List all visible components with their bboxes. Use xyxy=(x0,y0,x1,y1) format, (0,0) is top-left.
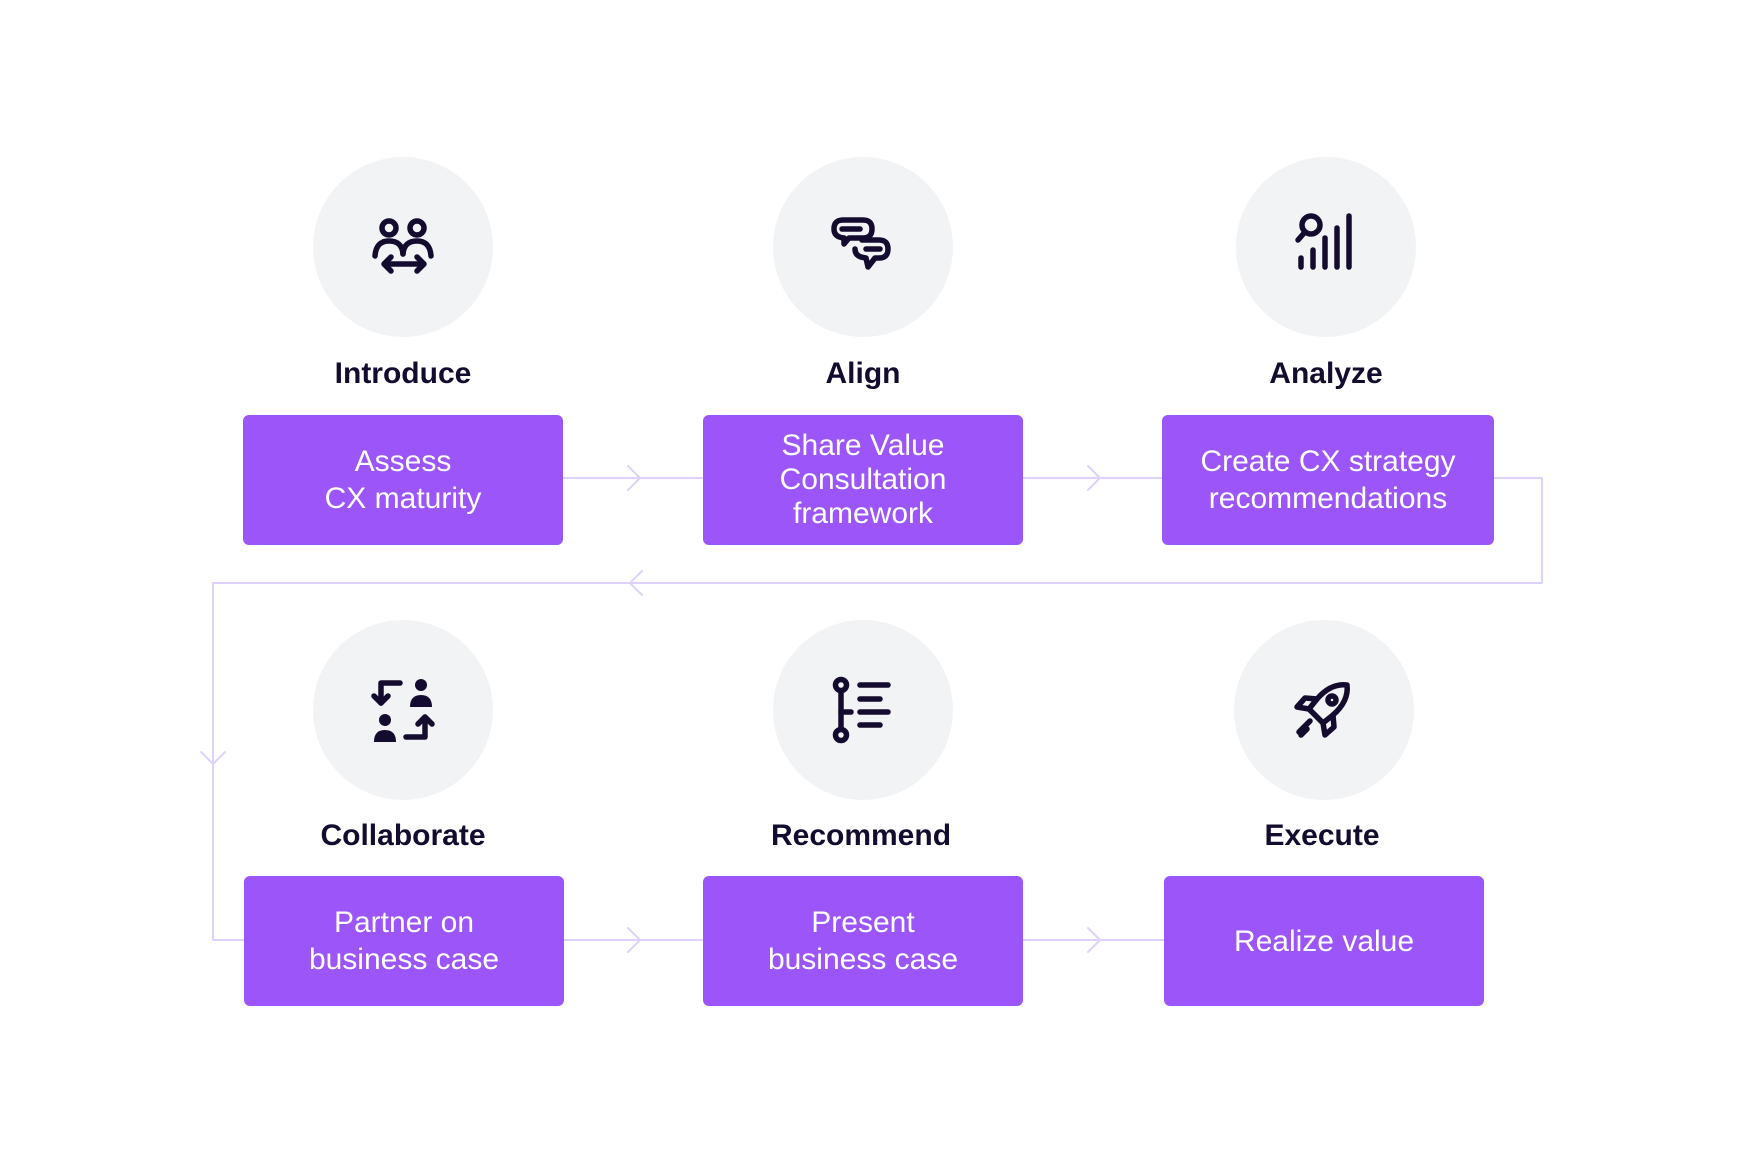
step-box-execute: Realize value xyxy=(1164,876,1484,1006)
arrow-head-wrap-left xyxy=(629,570,643,596)
rocket-icon xyxy=(1294,682,1350,738)
icon-circle-analyze xyxy=(1236,157,1416,337)
icon-circle-introduce xyxy=(313,157,493,337)
arrow-head-collaborate-recommend xyxy=(627,927,641,953)
arrow-head-wrap-down xyxy=(200,751,226,765)
people-exchange-icon xyxy=(372,218,434,274)
step-title-execute: Execute xyxy=(1264,819,1380,852)
icon-circle-recommend xyxy=(773,620,953,800)
step-title-collaborate: Collaborate xyxy=(320,819,486,852)
step-box-text-recommend: Present business case xyxy=(767,906,959,976)
arrow-head-recommend-execute xyxy=(1087,927,1101,953)
step-box-text-collaborate: Partner on business case xyxy=(308,906,500,976)
step-box-introduce: Assess CX maturity xyxy=(243,415,563,545)
step-title-introduce: Introduce xyxy=(334,357,472,390)
step-box-text-analyze: Create CX strategy recommendations xyxy=(1200,445,1456,515)
chat-bubbles-icon xyxy=(831,217,891,270)
step-title-align: Align xyxy=(825,357,901,390)
step-box-text-execute: Realize value xyxy=(1233,924,1415,958)
step-box-text-introduce: Assess CX maturity xyxy=(324,445,482,515)
step-box-text-align: Share Value Consultation framework xyxy=(779,429,947,530)
step-title-analyze: Analyze xyxy=(1269,357,1383,390)
step-title-recommend: Recommend xyxy=(770,819,952,852)
checklist-icon xyxy=(832,676,891,744)
icon-circle-align xyxy=(773,157,953,337)
step-box-collaborate: Partner on business case xyxy=(244,876,564,1006)
step-box-recommend: Present business case xyxy=(703,876,1023,1006)
step-box-analyze: Create CX strategy recommendations xyxy=(1162,415,1494,545)
icon-circle-collaborate xyxy=(313,620,493,800)
connector-analyze-collaborate xyxy=(212,477,1543,941)
search-chart-icon xyxy=(1295,213,1352,270)
arrow-head-align-analyze xyxy=(1087,465,1101,491)
icon-circle-execute xyxy=(1234,620,1414,800)
step-box-align: Share Value Consultation framework xyxy=(703,415,1023,545)
people-swap-icon xyxy=(371,679,435,742)
arrow-head-introduce-align xyxy=(627,465,641,491)
